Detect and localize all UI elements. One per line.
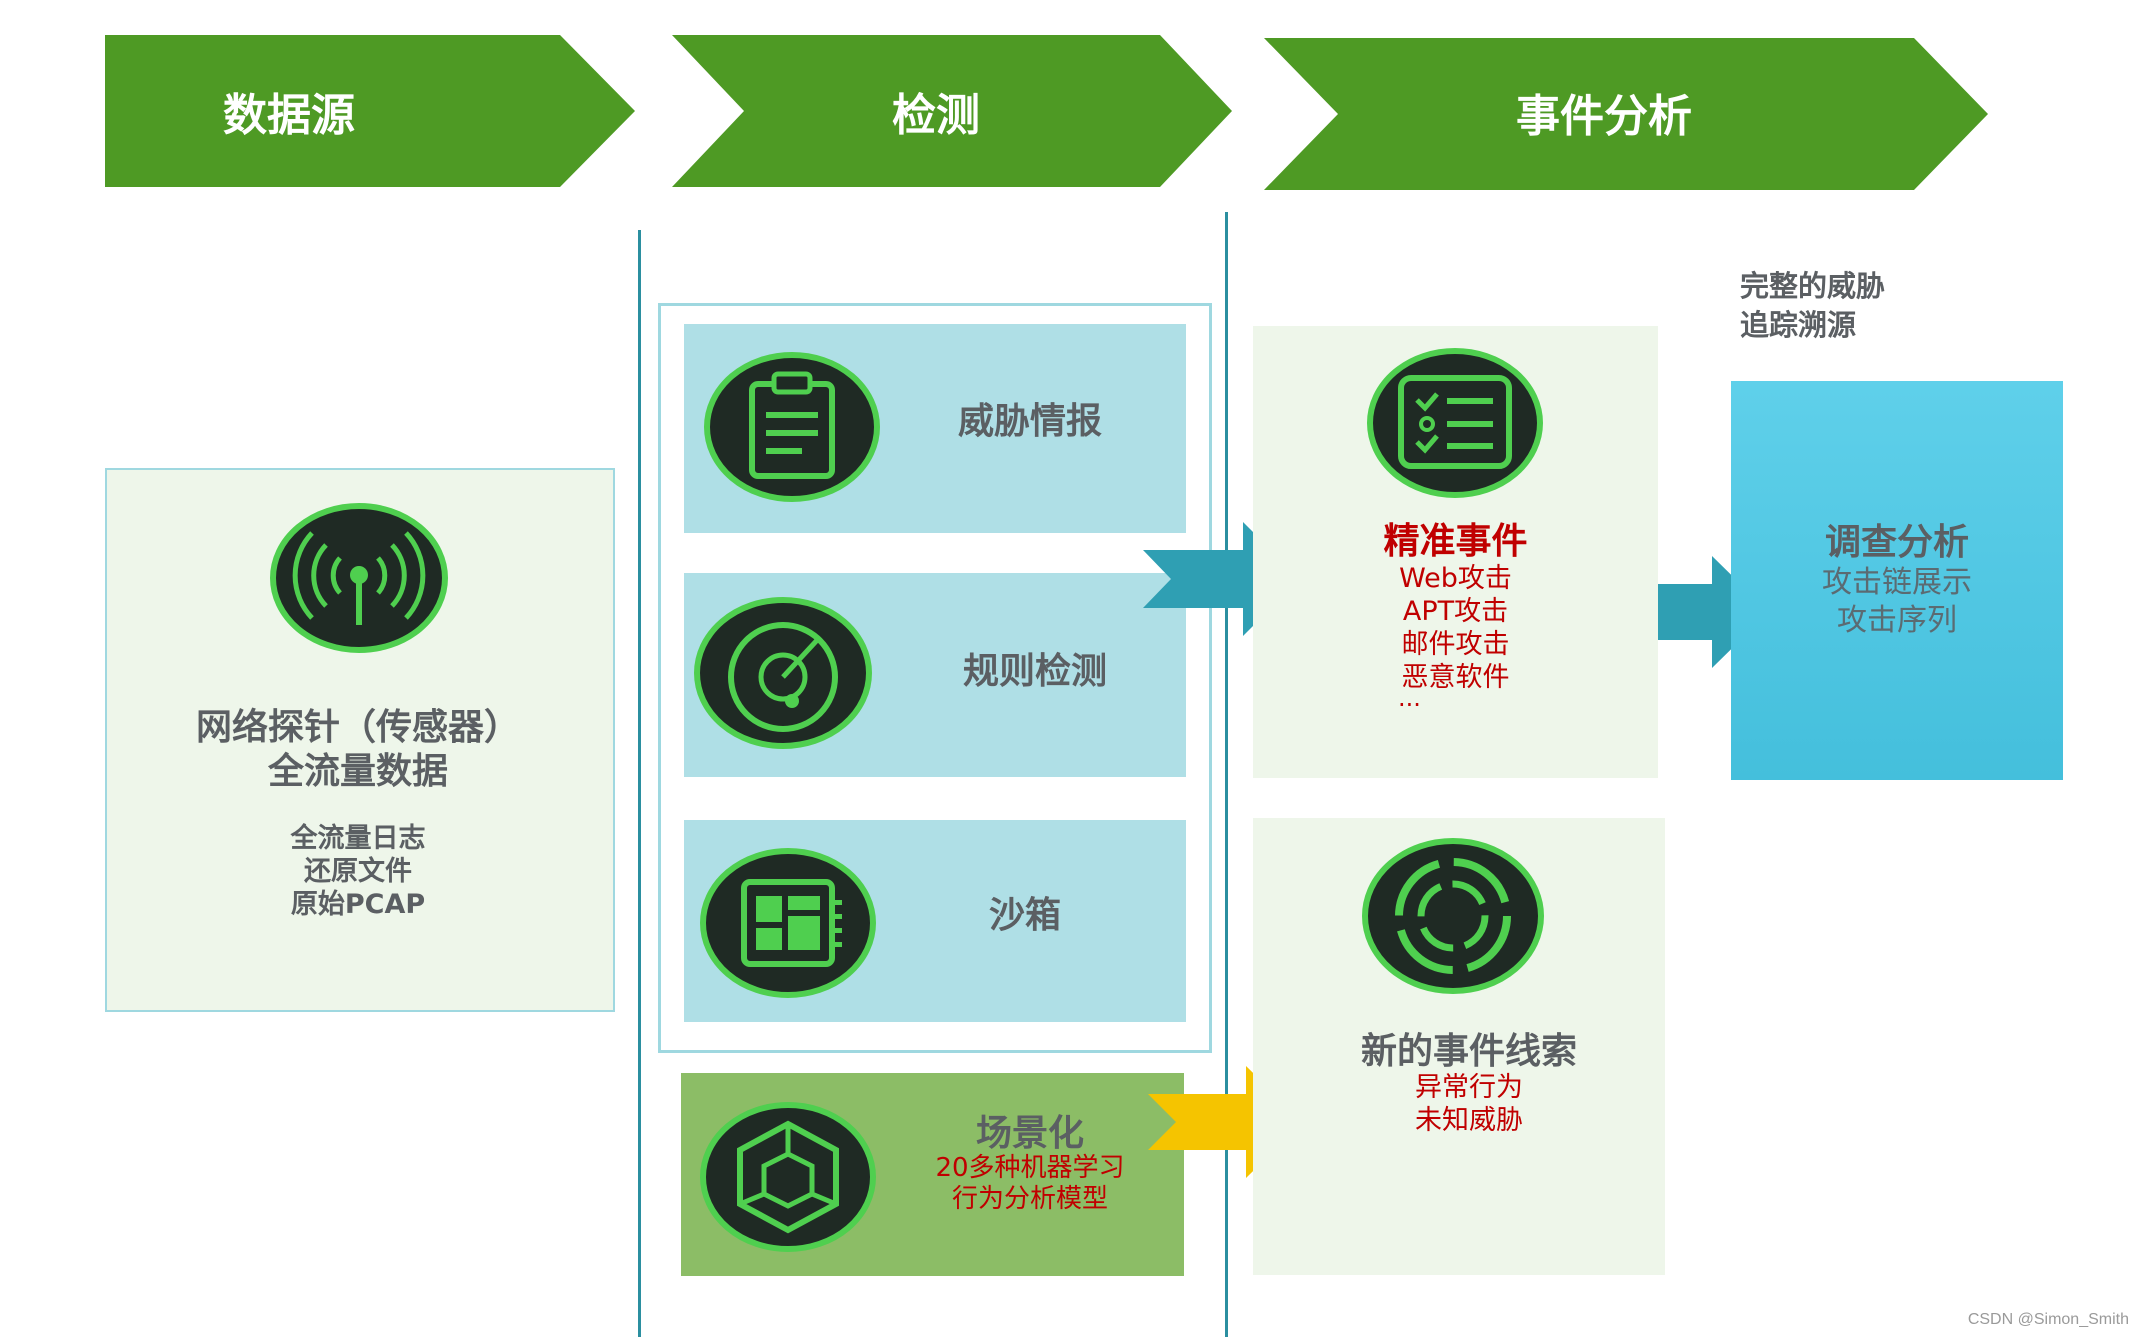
sandbox-label: 沙箱 bbox=[988, 895, 1061, 936]
stage-label-event-analysis: 事件分析 bbox=[1516, 91, 1692, 142]
watermark: CSDN @Simon_Smith bbox=[1967, 1311, 2129, 1328]
new-clues-item: 未知威胁 bbox=[1415, 1105, 1523, 1136]
stage-chevron-data-source: 数据源 bbox=[105, 35, 635, 187]
trace-note-line2: 追踪溯源 bbox=[1740, 308, 1857, 342]
new-clues-title: 新的事件线索 bbox=[1360, 1031, 1577, 1072]
precise-events-item: ... bbox=[1398, 684, 1421, 712]
clipboard-icon bbox=[704, 352, 880, 502]
data-source-item: 原始PCAP bbox=[290, 889, 426, 920]
stage-chevron-detection: 检测 bbox=[672, 35, 1232, 187]
detection-group-frame bbox=[658, 303, 1212, 1053]
trace-note-line1: 完整的威胁 bbox=[1740, 269, 1886, 303]
data-source-title-line1: 网络探针（传感器） bbox=[195, 707, 520, 748]
stage-label-detection: 检测 bbox=[892, 90, 980, 141]
target-ring-icon bbox=[1362, 838, 1544, 994]
investigation-line1: 攻击链展示 bbox=[1822, 565, 1972, 600]
new-clues-item: 异常行为 bbox=[1415, 1072, 1523, 1103]
stage-label-data-source: 数据源 bbox=[223, 90, 355, 141]
scenario-line2: 行为分析模型 bbox=[951, 1184, 1108, 1214]
checklist-icon bbox=[1367, 348, 1543, 498]
precise-events-item: 邮件攻击 bbox=[1401, 629, 1510, 660]
investigation-panel bbox=[1731, 381, 2063, 780]
stage-chevron-event-analysis: 事件分析 bbox=[1264, 38, 1988, 190]
chip-icon bbox=[700, 848, 876, 998]
separator-line-1 bbox=[638, 230, 641, 1337]
cube-icon bbox=[700, 1102, 876, 1252]
data-source-item: 还原文件 bbox=[304, 856, 412, 887]
data-source-title-line2: 全流量数据 bbox=[267, 751, 448, 792]
rule-detection-label: 规则检测 bbox=[962, 651, 1107, 692]
investigation-line2: 攻击序列 bbox=[1837, 603, 1957, 638]
threat-intel-label: 威胁情报 bbox=[957, 401, 1102, 442]
scenario-line1: 20多种机器学习 bbox=[935, 1153, 1125, 1183]
radar-icon bbox=[694, 597, 872, 749]
investigation-title: 调查分析 bbox=[1824, 522, 1969, 563]
precise-events-item: APT攻击 bbox=[1402, 596, 1509, 627]
separator-line-2 bbox=[1225, 212, 1228, 1337]
precise-events-title: 精准事件 bbox=[1383, 521, 1528, 562]
data-source-item: 全流量日志 bbox=[290, 823, 426, 854]
antenna-signal-icon bbox=[270, 503, 448, 653]
precise-events-item: 恶意软件 bbox=[1401, 662, 1510, 693]
precise-events-item: Web攻击 bbox=[1399, 563, 1512, 594]
scenario-title: 场景化 bbox=[975, 1113, 1084, 1154]
